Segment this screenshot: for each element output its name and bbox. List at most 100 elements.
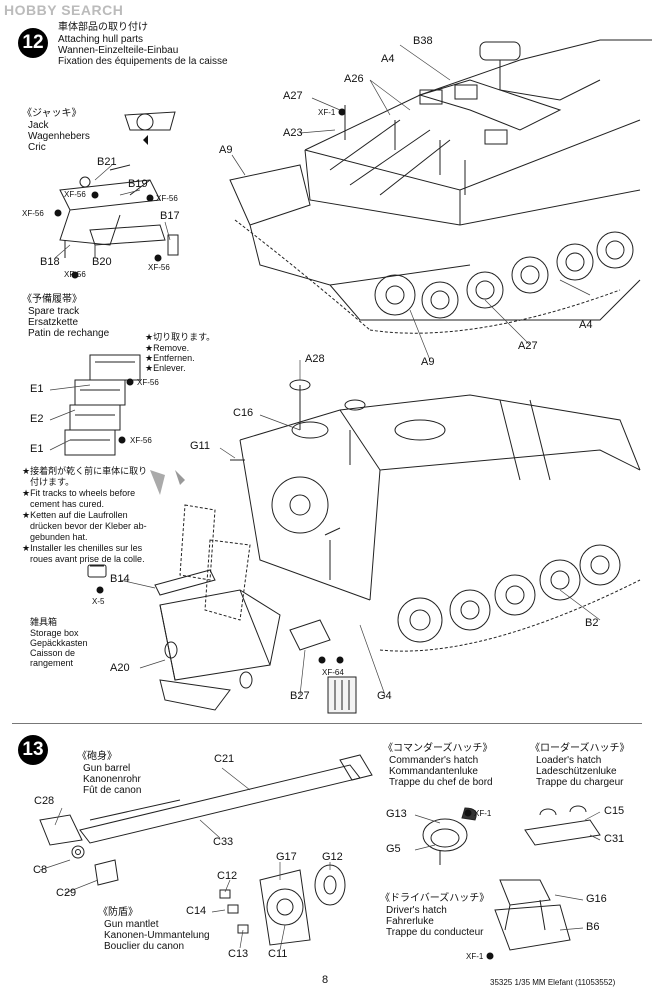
step-13-number: 13 xyxy=(18,735,48,765)
spare-track-en: Spare track xyxy=(28,306,80,317)
part-label-b21: B21 xyxy=(97,156,117,168)
part-label-b17: B17 xyxy=(160,210,180,222)
part-label-c16: C16 xyxy=(233,407,254,419)
part-label-c33: C33 xyxy=(213,836,234,848)
part-label-a27-top: A27 xyxy=(283,90,303,102)
loader-hatch-jp: 《ローダーズハッチ》 xyxy=(530,743,630,754)
paint-xf1-commander: XF-1 xyxy=(474,809,492,818)
part-label-c21: C21 xyxy=(214,753,235,765)
jack-fr: Cric xyxy=(28,142,46,153)
gun-barrel-jp: 《砲身》 xyxy=(77,751,117,762)
watermark: HOBBY SEARCH xyxy=(4,2,124,18)
note-de-3: gebunden hat. xyxy=(30,532,88,542)
gun-barrel-drawing xyxy=(39,754,373,886)
part-label-b18: B18 xyxy=(40,256,60,268)
step-12-number: 12 xyxy=(18,28,48,58)
jack-drawing xyxy=(59,111,179,258)
remove-jp: ★切り取ります。 xyxy=(145,332,216,342)
paint-xf56-b19: XF-56 xyxy=(156,194,178,203)
part-label-c13: C13 xyxy=(228,948,249,960)
jack-jp: 《ジャッキ》 xyxy=(22,108,82,119)
part-label-c8: C8 xyxy=(33,864,48,876)
gun-barrel-fr: Fût de canon xyxy=(83,785,142,796)
part-label-g5: G5 xyxy=(386,843,401,855)
part-label-a9-bottom: A9 xyxy=(421,356,435,368)
part-label-g11: G11 xyxy=(190,440,210,452)
gun-mantlet-jp: 《防盾》 xyxy=(98,907,138,918)
kit-code: 35325 1/35 MM Elefant (11053552) xyxy=(490,978,616,987)
note-fr-1: ★Installer les chenilles sur les xyxy=(22,543,143,553)
note-en-2: cement has cured. xyxy=(30,499,105,509)
part-label-g12: G12 xyxy=(322,851,343,863)
part-label-g16: G16 xyxy=(586,893,607,905)
spare-track-de: Ersatzkette xyxy=(28,317,79,328)
part-label-a4-top: A4 xyxy=(381,53,395,65)
loader-hatch-de: Ladeschützenluke xyxy=(536,766,617,777)
commander-hatch-jp: 《コマンダーズハッチ》 xyxy=(383,743,493,754)
part-label-c12: C12 xyxy=(217,870,238,882)
note-de-2: drücken bevor der Kleber ab- xyxy=(30,521,147,531)
note-jp-1: ★接着剤が乾く前に車体に取り xyxy=(22,466,148,476)
note-en-1: ★Fit tracks to wheels before xyxy=(22,488,136,498)
driver-hatch-drawing xyxy=(494,879,571,951)
driver-hatch-jp: 《ドライバーズハッチ》 xyxy=(380,893,490,904)
storage-box-en: Storage box xyxy=(30,628,79,638)
paint-x5: X-5 xyxy=(92,597,105,606)
paint-xf56-b21: XF-56 xyxy=(64,190,86,199)
step-divider xyxy=(12,723,642,724)
note-fr-2: roues avant prise de la colle. xyxy=(30,554,145,564)
part-label-e1-top: E1 xyxy=(30,383,44,395)
step-12-title-jp: 車体部品の取り付け xyxy=(58,22,148,33)
gun-mantlet-fr: Bouclier du canon xyxy=(104,941,185,952)
paint-xf64: XF-64 xyxy=(322,668,344,677)
part-label-g13: G13 xyxy=(386,808,407,820)
paint-xf56-track-1: XF-56 xyxy=(137,378,159,387)
step-12-title-fr: Fixation des équipements de la caisse xyxy=(58,56,228,67)
paint-xf1-driver: XF-1 xyxy=(466,952,484,961)
part-label-a27-bottom: A27 xyxy=(518,340,538,352)
note-de-1: ★Ketten auf die Laufrollen xyxy=(22,510,128,520)
paint-xf56-b17: XF-56 xyxy=(148,263,170,272)
driver-hatch-de: Fahrerluke xyxy=(386,916,434,927)
part-label-b27: B27 xyxy=(290,690,310,702)
part-label-b2: B2 xyxy=(585,617,599,629)
step-12-title-de: Wannen-Einzelteile-Einbau xyxy=(58,45,179,56)
part-label-e2: E2 xyxy=(30,413,44,425)
part-label-e1-bottom: E1 xyxy=(30,443,44,455)
part-label-c29: C29 xyxy=(56,887,77,899)
part-label-b20: B20 xyxy=(92,256,112,268)
part-label-b6: B6 xyxy=(586,921,600,933)
remove-de: ★Entfernen. xyxy=(145,353,195,363)
part-label-c14: C14 xyxy=(186,905,207,917)
part-label-g4: G4 xyxy=(377,690,392,702)
commander-hatch-drawing xyxy=(422,807,477,865)
spare-track-fr: Patin de rechange xyxy=(28,328,110,339)
gun-mantlet-en: Gun mantlet xyxy=(104,919,159,930)
paint-xf56-left: XF-56 xyxy=(22,209,44,218)
loader-hatch-drawing xyxy=(524,805,601,846)
part-label-a20: A20 xyxy=(110,662,130,674)
paint-xf56-track-2: XF-56 xyxy=(130,436,152,445)
part-label-c31: C31 xyxy=(604,833,625,845)
part-label-c11: C11 xyxy=(268,948,288,960)
jack-de: Wagenhebers xyxy=(28,131,90,142)
part-label-a23: A23 xyxy=(283,127,303,139)
rear-hull-drawing xyxy=(87,379,641,714)
part-label-a9-top: A9 xyxy=(219,144,233,156)
loader-hatch-en: Loader's hatch xyxy=(536,755,602,766)
driver-hatch-fr: Trappe du conducteur xyxy=(386,927,484,938)
part-label-b38: B38 xyxy=(413,35,433,47)
part-label-b14: B14 xyxy=(110,573,130,585)
commander-hatch-de: Kommandantenluke xyxy=(389,766,478,777)
storage-box-de: Gepäckkasten xyxy=(30,638,88,648)
remove-en: ★Remove. xyxy=(145,343,190,353)
part-label-c15: C15 xyxy=(604,805,625,817)
part-label-a26: A26 xyxy=(344,73,364,85)
storage-box-fr-1: Caisson de xyxy=(30,648,76,658)
step-12-title-en: Attaching hull parts xyxy=(58,34,144,45)
paint-xf56-b18: XF-56 xyxy=(64,270,86,279)
upper-hull-drawing xyxy=(229,39,652,334)
storage-box-jp: 雑具箱 xyxy=(30,617,58,627)
part-label-g17: G17 xyxy=(276,851,297,863)
